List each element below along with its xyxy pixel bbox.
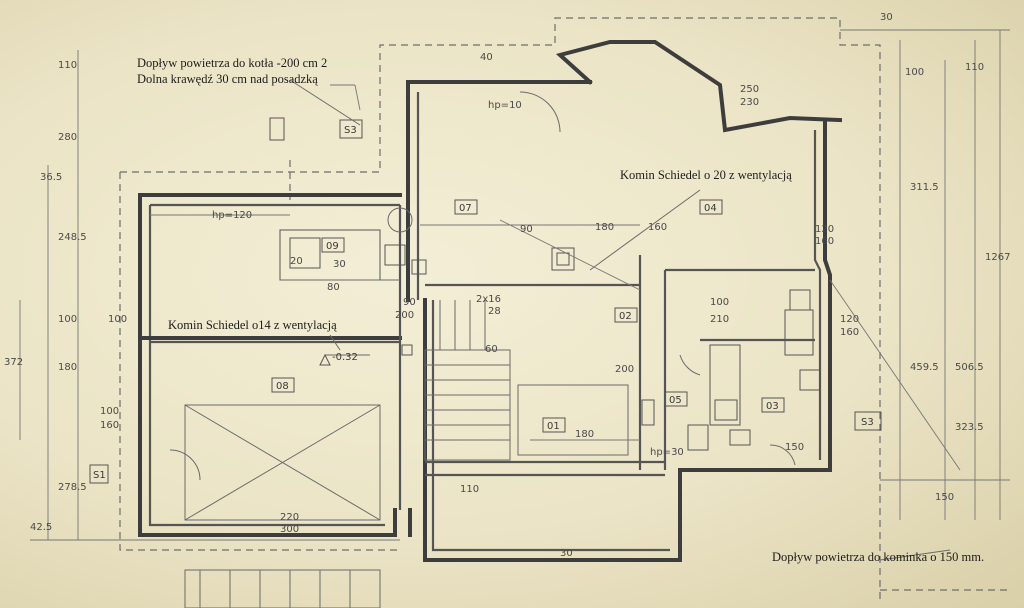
dim-hp-room07: hp=10: [488, 100, 522, 111]
dim-hp-room05: hp=30: [650, 447, 684, 458]
room-label-07: 07: [459, 203, 472, 214]
dim-250: 250: [740, 84, 759, 95]
room-label-03: 03: [766, 401, 779, 412]
dim-150: 150: [785, 442, 804, 453]
bathroom-fixtures: [279, 207, 413, 281]
kitchen-fixtures: [641, 289, 821, 451]
chimneys: [401, 247, 575, 356]
dim-1267: 1267: [985, 252, 1010, 263]
annotation-chimney-large: Komin Schiedel o 20 z wentylacją: [620, 168, 792, 182]
dim-100-c: 100: [108, 314, 127, 325]
dim-372: 372: [4, 357, 23, 368]
room-label-09: 09: [326, 241, 339, 252]
dim-2x16: 2x16: [476, 294, 501, 305]
stairs: [424, 300, 629, 461]
dim-110-b: 110: [58, 60, 77, 71]
leader-lines: [289, 79, 951, 561]
room-labels: 07 04 08 09 02 01 05 03: [271, 199, 785, 433]
dim-60: 60: [485, 344, 498, 355]
dim-200: 200: [615, 364, 634, 375]
dim-180: 180: [595, 222, 614, 233]
dim-459-5: 459.5: [910, 362, 939, 373]
dim-90: 90: [520, 224, 533, 235]
dim-248-5: 248.5: [58, 232, 87, 243]
dim-hp-left: hp=120: [212, 210, 252, 221]
dim-30: 30: [560, 548, 573, 559]
room-label-01: 01: [547, 421, 560, 432]
dim-120: 120: [840, 314, 859, 325]
dim-220: 220: [280, 512, 299, 523]
dim-323-5: 323.5: [955, 422, 984, 433]
dim-160-b: 160: [840, 327, 859, 338]
door-swings: [169, 91, 796, 481]
room-label-02: 02: [619, 311, 632, 322]
dim-110-c: 110: [965, 62, 984, 73]
dimension-numbers: 30 hp=10 hp=120 hp=30 180 160 90 120 100…: [4, 12, 1010, 559]
dim-280: 280: [58, 132, 77, 143]
porch: [184, 569, 381, 608]
dim-210: 210: [710, 314, 729, 325]
outline-dashed: [119, 17, 1010, 600]
room-label-04: 04: [704, 203, 717, 214]
dim-300: 300: [280, 524, 299, 535]
dimension-lines: [19, 29, 1010, 541]
dim-110: 110: [460, 484, 479, 495]
dim-120-b: 120: [815, 224, 834, 235]
dim-200-b: 200: [395, 310, 414, 321]
level-mark: -0.32: [319, 352, 370, 366]
dim-180-c: 180: [58, 362, 77, 373]
annotation-chimney-small: Komin Schiedel o14 z wentylacją: [168, 318, 337, 332]
room-label-05: 05: [669, 395, 682, 406]
dim-42-5: 42.5: [30, 522, 52, 533]
dim-30-b: 30: [333, 259, 346, 270]
dim-100-e: 100: [905, 67, 924, 78]
dim-230: 230: [740, 97, 759, 108]
dim-80: 80: [327, 282, 340, 293]
annotation-air-supply-boiler-2: Dolna krawędź 30 cm nad posadzką: [137, 72, 318, 86]
section-markers: S3 S1 S3: [89, 117, 882, 484]
dim-40: 40: [480, 52, 493, 63]
annotation-air-supply-boiler-1: Dopływ powietrza do kotła -200 cm 2: [137, 56, 328, 70]
level-mark-value: -0.32: [332, 352, 358, 363]
dim-160-d: 160: [815, 236, 834, 247]
room-08-void: [184, 404, 381, 521]
dim-278-5: 278.5: [58, 482, 87, 493]
walls: [138, 40, 843, 562]
dim-20: 20: [290, 256, 303, 267]
dim-160-c: 160: [100, 420, 119, 431]
dim-160: 160: [648, 222, 667, 233]
dim-180-b: 180: [575, 429, 594, 440]
dim-top-right: 30: [880, 12, 893, 23]
dim-506-5: 506.5: [955, 362, 984, 373]
room-label-08: 08: [276, 381, 289, 392]
dim-36-5: 36.5: [40, 172, 62, 183]
section-marker-s3-right: S3: [861, 417, 874, 428]
dim-100-b: 100: [100, 406, 119, 417]
section-marker-s3-top: S3: [344, 125, 357, 136]
dim-311-5: 311.5: [910, 182, 939, 193]
dim-100: 100: [710, 297, 729, 308]
annotation-air-supply-fireplace: Dopływ powietrza do kominka o 150 mm.: [772, 550, 985, 564]
section-marker-s1: S1: [93, 470, 106, 481]
dim-150-b: 150: [935, 492, 954, 503]
dim-100-d: 100: [58, 314, 77, 325]
dim-28: 28: [488, 306, 501, 317]
dim-90-b: 90: [403, 297, 416, 308]
